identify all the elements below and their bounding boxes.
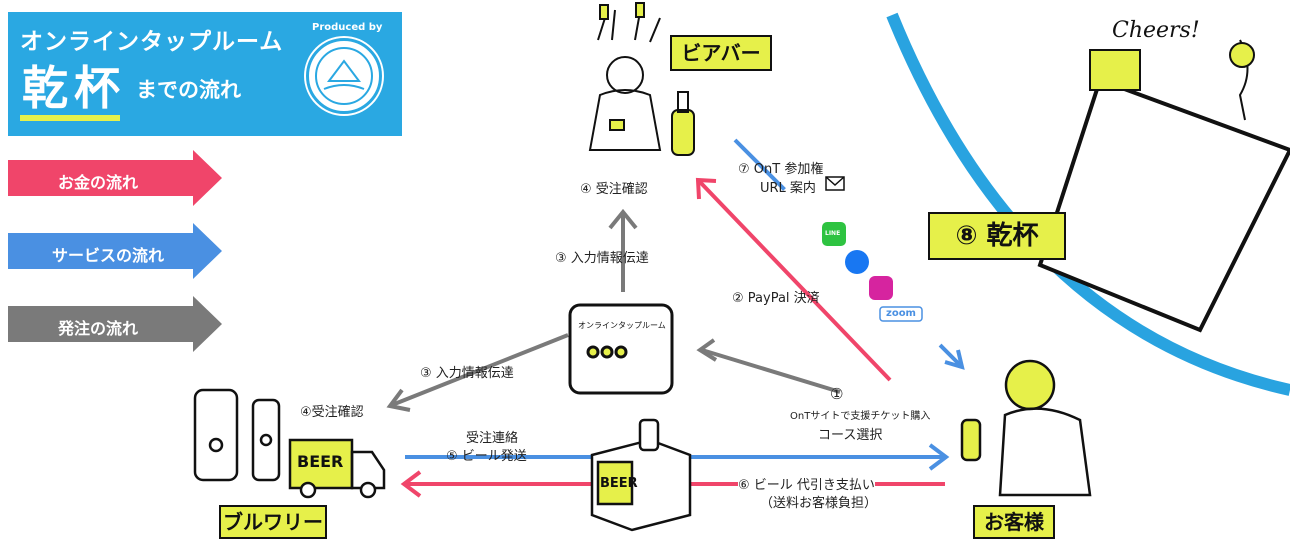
phone-illustration [568,303,674,395]
beer-bar-label: ビアバー [670,35,772,71]
step5-line1: 受注連絡 [466,431,519,446]
customer-label: お客様 [973,505,1055,539]
cheers-text: Cheers! [1112,18,1200,43]
line-icon-label: LINE [825,230,841,237]
legend-service-arrow [8,223,222,279]
step3-bar-label: ③ 入力情報伝達 [555,251,649,266]
instagram-icon [869,276,893,300]
zoom-icon: zoom [886,308,916,319]
arrow-phone-to-brewery [391,333,569,407]
legend-service-label: サービスの流れ [52,246,165,265]
phone-screen-title: オンラインタップルーム [578,321,666,330]
facebook-icon [845,250,869,274]
box-beer-text: BEER [600,476,638,491]
step7-line1: ⑦ OnT 参加権 [738,162,824,177]
step1-line1: OnTサイトで支援チケット購入 [790,411,931,422]
beer-box-illustration [590,418,692,532]
arrow-customer-to-phone [701,348,841,394]
line-icon [822,222,846,246]
bartender-illustration [588,2,695,156]
step1-line2: コース選択 [818,428,883,443]
brewery-label: ブルワリー [219,505,327,539]
step1-number: ① [830,385,844,403]
title-line3: までの流れ [136,78,241,102]
cheers-phone-illustration [1037,39,1290,333]
title-underline [20,115,120,121]
step2-label: ② PayPal 決済 [732,291,820,306]
customer-illustration [960,359,1092,497]
step6-line2: （送料お客様負担） [760,496,878,511]
title-kanpai: 乾杯 [22,61,126,115]
step3-brewery-label: ③ 入力情報伝達 [420,366,514,381]
step4-bar-label: ④ 受注確認 [580,182,648,197]
step6-line1: ⑥ ビール 代引き支払い [738,474,875,493]
legend-order-arrow [8,296,222,352]
brewery-illustration [193,388,386,499]
arrow-url-guide [733,138,962,367]
truck-beer-text: BEER [297,452,344,471]
shizuoka-craft-beer-logo [306,38,382,114]
step4-brewery-label: ④受注確認 [300,405,364,420]
step5-line2: ⑤ ビール発送 [446,449,527,464]
title-line1: オンラインタップルーム [20,29,284,55]
legend-money-arrow [8,150,222,206]
zoom-icon-frame [879,306,923,322]
legend-arrows [8,150,222,352]
legend-order-label: 発注の流れ [58,319,139,338]
legend-money-label: お金の流れ [58,173,139,192]
arrow-paypal [698,180,892,382]
step7-line2: URL 案内 [760,181,816,196]
kanpai-label: ⑧ 乾杯 [928,212,1066,260]
produced-by-label: Produced by [312,22,383,33]
